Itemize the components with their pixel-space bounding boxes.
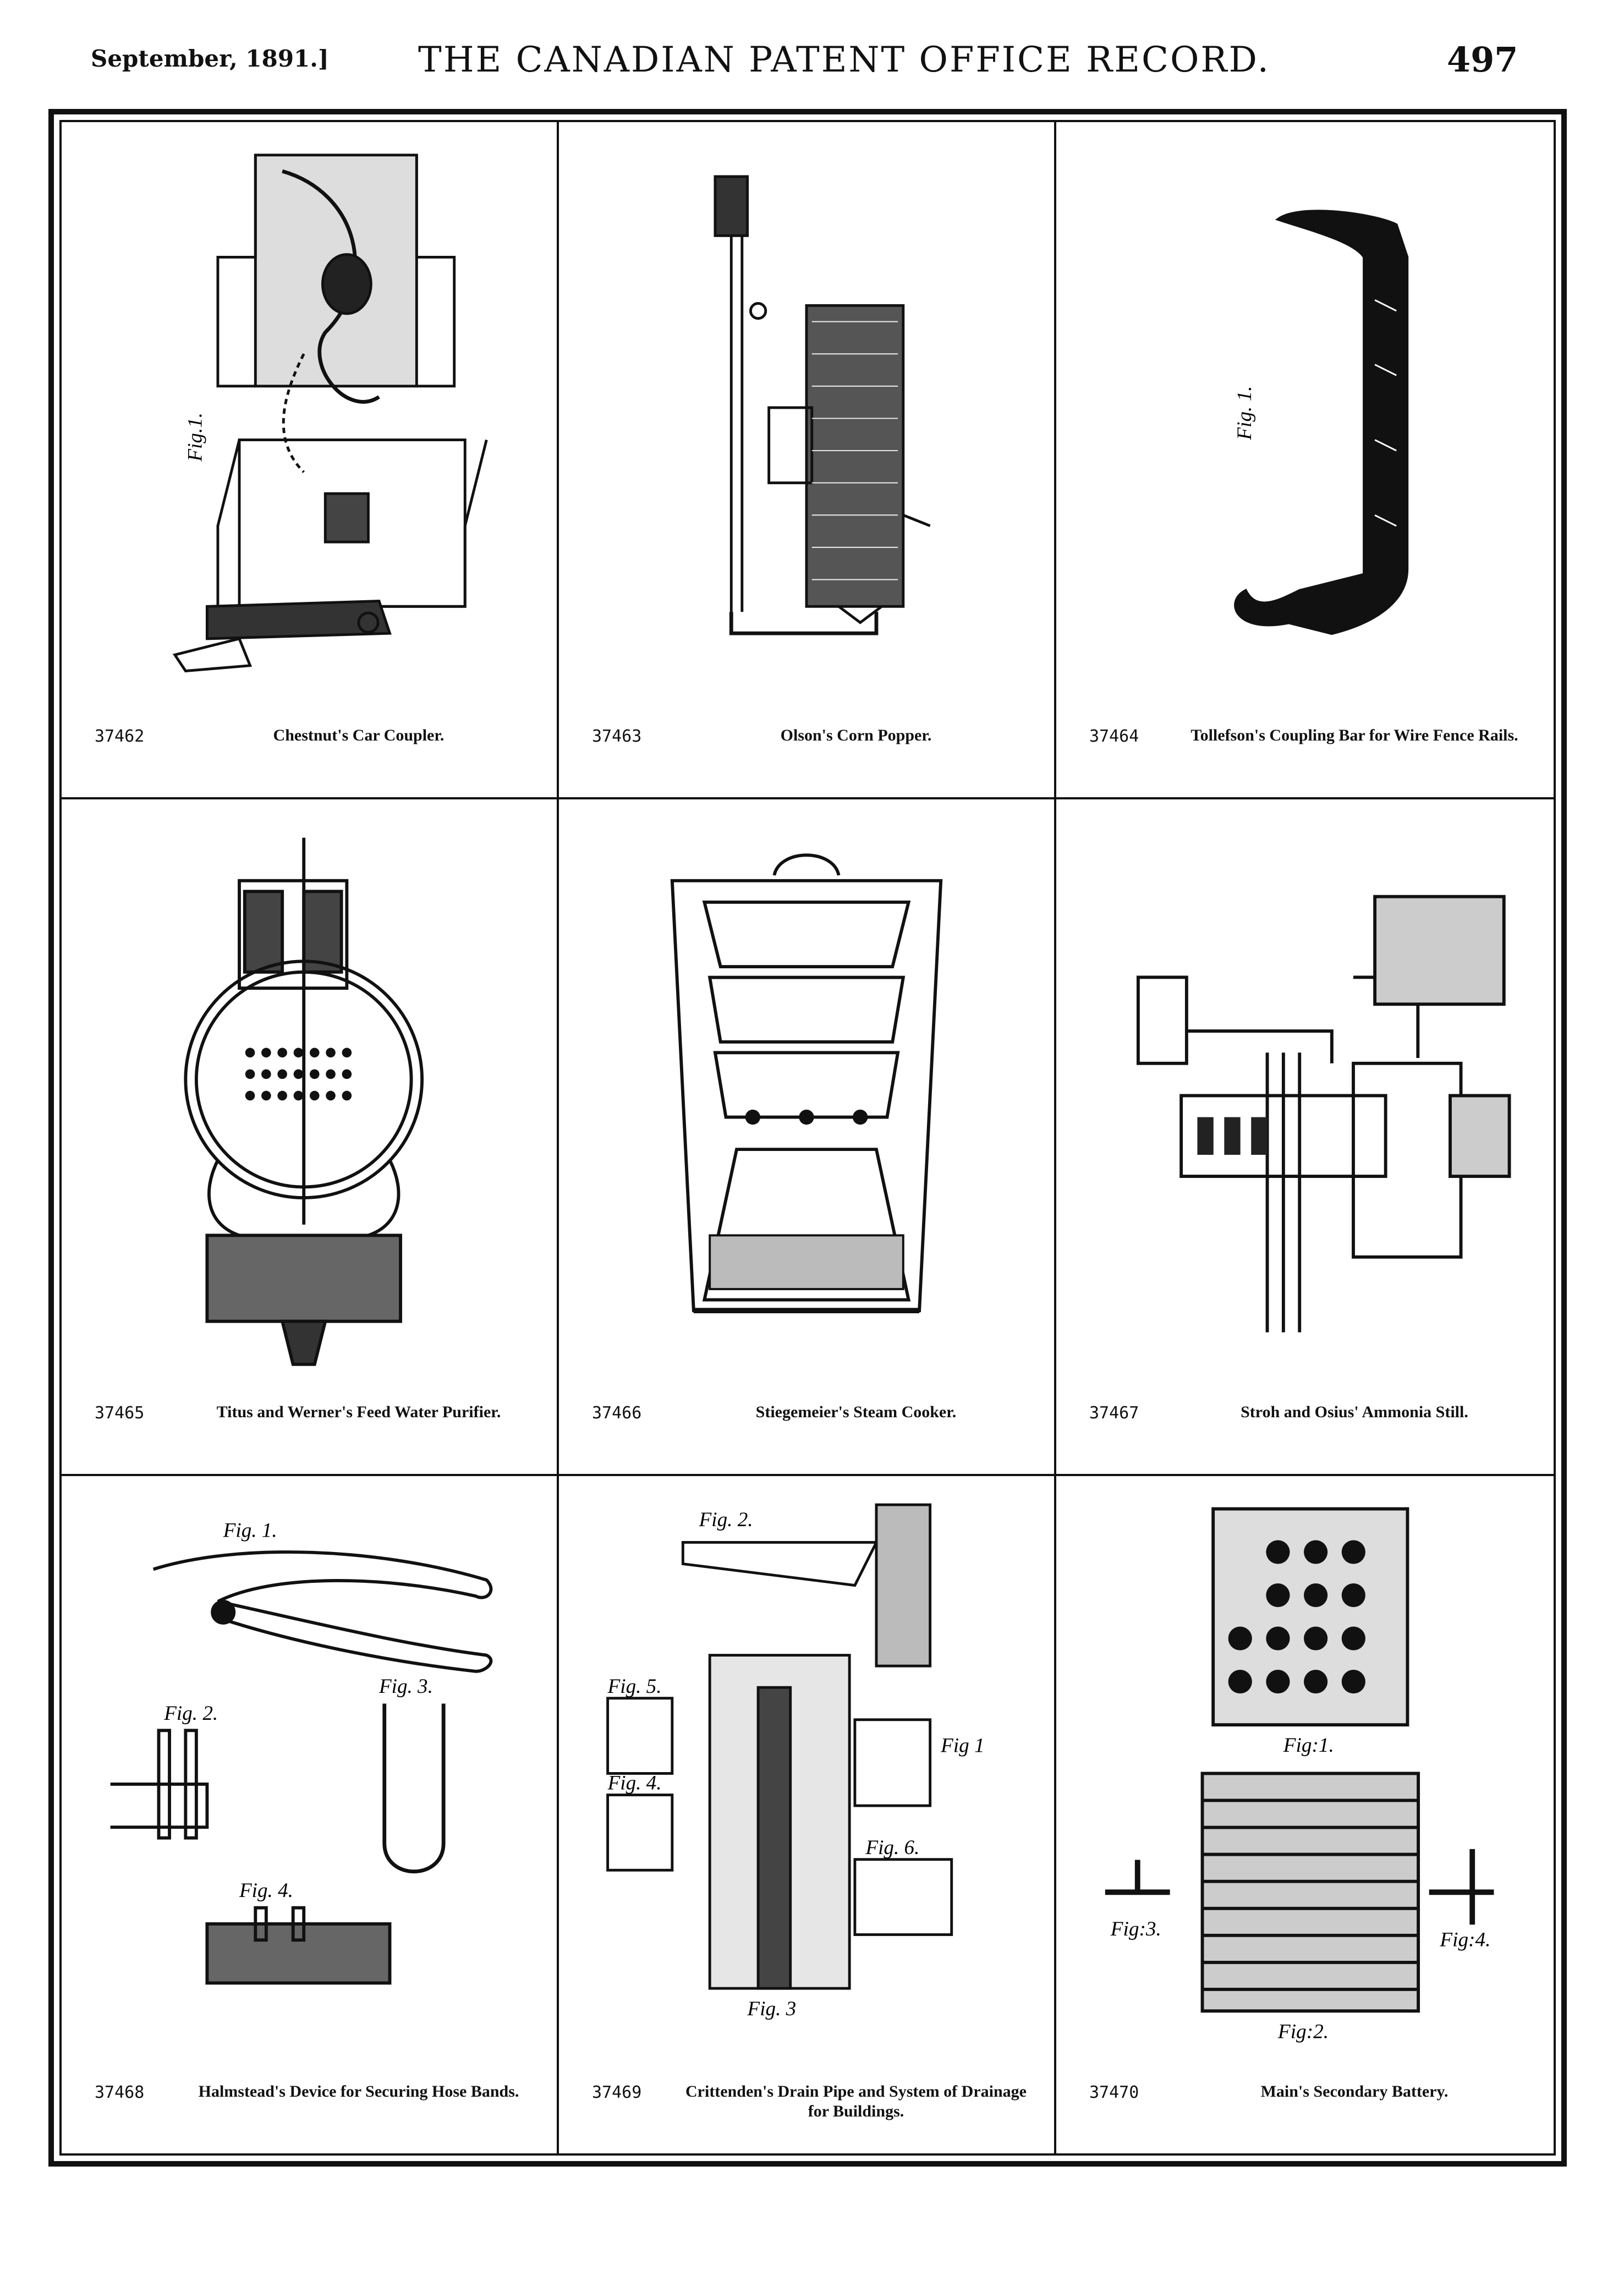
patent-title: Stroh and Osius' Ammonia Still. (1241, 1403, 1468, 1422)
patent-title: Halmstead's Device for Securing Hose Ban… (198, 2082, 519, 2101)
fig-label: Fig. 1. (1233, 386, 1256, 441)
patent-cell: 37463 Olson's Corn Popper. (559, 122, 1056, 799)
patent-caption: 37465 Titus and Werner's Feed Water Puri… (95, 1402, 535, 1452)
outer-frame (48, 109, 1567, 2167)
patent-grid: Fig.1. 37462 Chestnut's Car Coupler. (62, 122, 1554, 2153)
drain-pipe-drawing: Fig. 2. Fig. 5. Fig. 4. Fig 1 Fig. 6. Fi… (606, 1503, 985, 2020)
fig-label: Fig. 3 (747, 1998, 797, 2020)
patent-cell: Fig. 2. Fig. 5. Fig. 4. Fig 1 Fig. 6. Fi… (559, 1476, 1056, 2153)
page-header: September, 1891.] THE CANADIAN PATENT OF… (0, 0, 1624, 94)
patent-cell: 37467 Stroh and Osius' Ammonia Still. (1056, 799, 1554, 1477)
patent-drawing (575, 816, 1038, 1381)
patent-drawing (1073, 816, 1537, 1381)
patent-number: 37466 (592, 1403, 642, 1423)
fig-label: Fig. 2. (699, 1509, 753, 1531)
patent-caption: 37470 Main's Secondary Battery. (1089, 2082, 1532, 2131)
patent-caption: 37464 Tollefson's Coupling Bar for Wire … (1089, 726, 1532, 775)
patent-cell: Fig.1. 37462 Chestnut's Car Coupler. (62, 122, 559, 799)
fig-label: Fig. 4. (607, 1772, 662, 1795)
patent-cell: Fig. 1. 37464 Tollefson's Coupling Bar f… (1056, 122, 1554, 799)
corn-popper-drawing (714, 175, 931, 635)
patent-drawing: Fig. 2. Fig. 5. Fig. 4. Fig 1 Fig. 6. Fi… (575, 1493, 1038, 2060)
patent-drawing: Fig:1. Fig:3. Fig:4. Fig:2. (1073, 1493, 1537, 2060)
patent-caption: 37466 Stiegemeier's Steam Cooker. (592, 1402, 1032, 1452)
patent-title: Chestnut's Car Coupler. (273, 726, 445, 744)
patent-number: 37465 (95, 1403, 145, 1423)
patent-title: Titus and Werner's Feed Water Purifier. (216, 1403, 501, 1422)
patent-caption: 37468 Halmstead's Device for Securing Ho… (95, 2082, 535, 2131)
patent-drawing (78, 816, 540, 1381)
patent-title: Stiegemeier's Steam Cooker. (755, 1403, 957, 1422)
patent-number: 37463 (592, 726, 642, 746)
feed-water-purifier-drawing (184, 837, 424, 1366)
fig-label: Fig. 2. (163, 1702, 218, 1725)
patent-number: 37469 (592, 2082, 642, 2102)
fig-label: Fig:3. (1110, 1918, 1161, 1940)
patent-caption: 37467 Stroh and Osius' Ammonia Still. (1089, 1402, 1532, 1452)
patent-cell: 37465 Titus and Werner's Feed Water Puri… (62, 799, 559, 1477)
fig-label: Fig:1. (1283, 1734, 1334, 1757)
patent-title: Olson's Corn Popper. (780, 726, 932, 744)
steam-cooker-drawing (670, 853, 943, 1313)
patent-number: 37464 (1089, 726, 1139, 746)
patent-number: 37468 (95, 2082, 145, 2102)
fig-label: Fig. 1. (223, 1520, 277, 1542)
publication-title: THE CANADIAN PATENT OFFICE RECORD. (418, 40, 1270, 80)
car-coupler-drawing: Fig.1. (172, 153, 488, 673)
issue-date: September, 1891.] (91, 45, 329, 72)
fig-label: Fig. 3. (378, 1675, 433, 1698)
coupling-bar-drawing: Fig. 1. (1233, 210, 1409, 635)
secondary-battery-drawing: Fig:1. Fig:3. Fig:4. Fig:2. (1105, 1507, 1494, 2043)
fig-label: Fig:4. (1439, 1929, 1490, 1951)
ammonia-still-drawing (1136, 895, 1511, 1333)
page-number: 497 (1447, 40, 1518, 80)
patent-number: 37470 (1089, 2082, 1139, 2102)
patent-number: 37462 (95, 726, 145, 746)
patent-caption: 37463 Olson's Corn Popper. (592, 726, 1032, 775)
fig-label: Fig. 5. (607, 1675, 662, 1698)
hose-band-device-drawing: Fig. 1. Fig. 2. Fig. 3. Fig. 4. (110, 1520, 493, 1985)
patent-title: Main's Secondary Battery. (1260, 2082, 1449, 2101)
patent-cell: Fig. 1. Fig. 2. Fig. 3. Fig. 4. 37468 Ha… (62, 1476, 559, 2153)
fig-label: Fig 1 (940, 1735, 984, 1757)
patent-caption: 37469 Crittenden's Drain Pipe and System… (592, 2082, 1032, 2131)
patent-cell: Fig:1. Fig:3. Fig:4. Fig:2. 37470 Main's… (1056, 1476, 1554, 2153)
patent-drawing: Fig. 1. (1073, 139, 1537, 704)
patent-drawing: Fig. 1. Fig. 2. Fig. 3. Fig. 4. (78, 1493, 540, 2060)
inner-frame (59, 120, 1556, 2156)
fig-label: Fig.1. (184, 413, 207, 462)
patent-number: 37467 (1089, 1403, 1139, 1423)
fig-label: Fig:2. (1277, 2021, 1329, 2043)
patent-title: Tollefson's Coupling Bar for Wire Fence … (1190, 726, 1518, 744)
patent-title: Crittenden's Drain Pipe and System of Dr… (685, 2082, 1027, 2120)
fig-label: Fig. 6. (865, 1836, 919, 1859)
patent-drawing: Fig.1. (78, 139, 540, 704)
patent-cell: 37466 Stiegemeier's Steam Cooker. (559, 799, 1056, 1477)
fig-label: Fig. 4. (239, 1879, 293, 1902)
patent-drawing (575, 139, 1038, 704)
patent-caption: 37462 Chestnut's Car Coupler. (95, 726, 535, 775)
